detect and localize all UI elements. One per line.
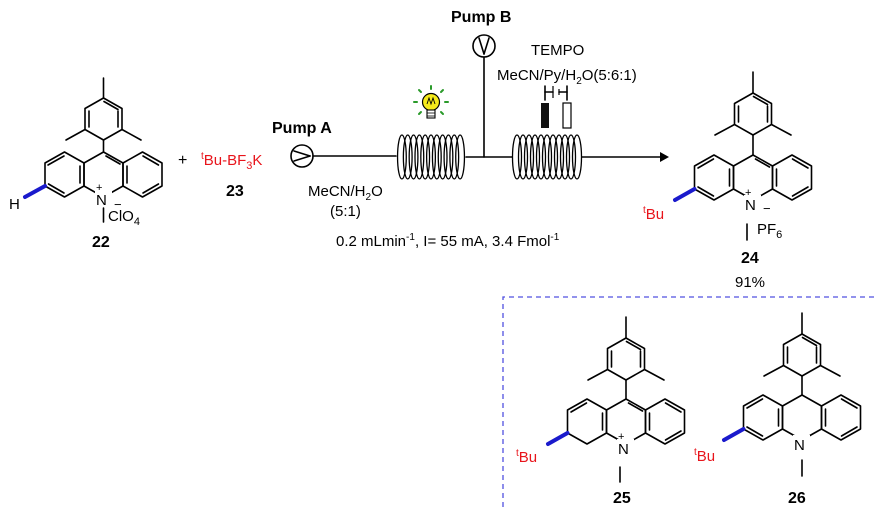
photoreactor-coil [396, 134, 466, 180]
conditions-label: 0.2 mLmin-1, I= 55 mA, 3.4 Fmol-1 [336, 232, 560, 250]
coil-loop [541, 134, 553, 180]
label-24: 24 [741, 250, 759, 267]
counter-ion-24: PF6 [757, 221, 782, 241]
coil-loop [511, 134, 523, 180]
pump-b-label: Pump B [451, 9, 511, 26]
counter-ion-22: ClO4 [108, 208, 140, 228]
compound-24-structure [673, 71, 813, 241]
coil-loop [420, 134, 431, 180]
coil-loop [396, 134, 407, 180]
coil-loop [443, 134, 454, 180]
solvent-b-label: MeCN/Py/H2O(5:6:1) [497, 67, 637, 87]
plus-sign: + [178, 152, 187, 169]
n-atom-25: N [618, 441, 629, 458]
compound-25-structure [546, 316, 686, 483]
label-25: 25 [613, 490, 631, 507]
coil-loop [535, 134, 547, 180]
electrodes-icon [541, 85, 572, 129]
coil-loop [431, 134, 442, 180]
label-23: 23 [226, 183, 244, 200]
coil-loop [402, 134, 413, 180]
tbu-26: tBu [694, 447, 715, 465]
coil-loop [449, 134, 460, 180]
h-atom-22: H [9, 196, 20, 213]
solvent-a-ratio: (5:1) [330, 203, 361, 220]
coil-loop [559, 134, 571, 180]
pump-a-label: Pump A [272, 120, 332, 137]
coil-loop [523, 134, 535, 180]
label-26: 26 [788, 490, 806, 507]
counter-charge-24: − [763, 201, 771, 216]
coil-loop [414, 134, 425, 180]
tbu-25: tBu [516, 448, 537, 466]
coil-loop [553, 134, 565, 180]
coil-loop [425, 134, 437, 180]
compound-26-structure [722, 312, 862, 477]
coil-loop [547, 134, 559, 180]
mediator-label: TEMPO [531, 42, 584, 59]
tbu-24: tBu [643, 205, 664, 223]
n-atom-26: N [794, 437, 805, 454]
label-22: 22 [92, 234, 110, 251]
coil-loop [437, 134, 448, 180]
reagent-23-formula: tBu-BF3K [201, 151, 262, 172]
n-mask-22 [95, 190, 112, 207]
solvent-a-label: MeCN/H2O [308, 183, 383, 203]
yield-24: 91% [735, 274, 765, 291]
counter-charge-22: − [114, 197, 122, 212]
coil-loop [529, 134, 541, 180]
coil-loop [565, 134, 577, 180]
light-bulb-icon [413, 85, 449, 119]
n-atom-22: N [96, 192, 107, 209]
compound-22-structure [23, 77, 163, 223]
n-charge-22: + [96, 182, 102, 194]
electrochemical-coil [511, 134, 583, 180]
coil-loop [455, 134, 466, 180]
n-atom-24: N [745, 197, 756, 214]
n-charge-24: + [745, 187, 751, 199]
coil-loop [408, 134, 419, 180]
byproducts-box [502, 296, 875, 507]
n-charge-25: + [618, 431, 624, 443]
coil-loop [517, 134, 529, 180]
coil-loop [571, 134, 583, 180]
